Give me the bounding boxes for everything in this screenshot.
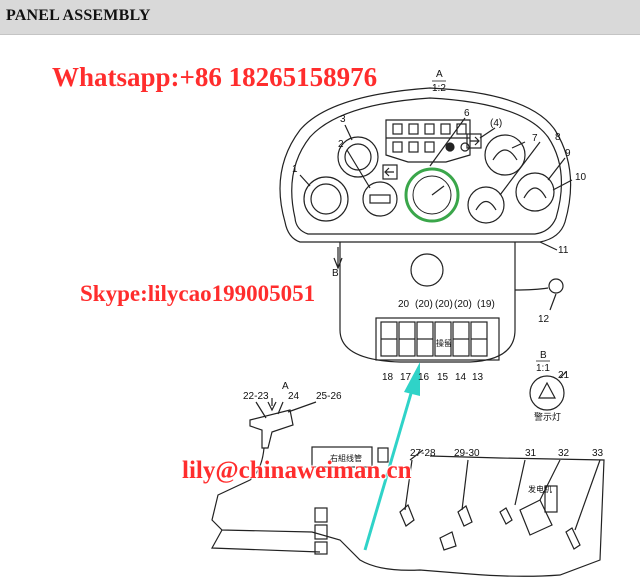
view-b-arrow-label: B (332, 268, 339, 279)
panel-outer-outline (279, 87, 572, 243)
panel-inner-outline (291, 97, 563, 235)
speedometer-gauge (404, 167, 460, 223)
watermark-skype: Skype:lilycao199005051 (80, 281, 316, 306)
label-29-30: 29-30 (454, 448, 480, 459)
label-32: 32 (558, 448, 570, 459)
section-header: PANEL ASSEMBLY (0, 0, 640, 35)
label-19: (19) (477, 299, 495, 310)
view-b-letter: B (540, 350, 547, 361)
view-a-scale: 1:2 (432, 83, 446, 94)
warning-lamp (529, 375, 565, 411)
label-2: 2 (338, 139, 344, 150)
label-27-28: 27-28 (410, 448, 436, 459)
label-3: 3 (340, 114, 346, 125)
label-4: (4) (490, 118, 502, 129)
view-a-arrow-label: A (282, 381, 289, 392)
starter-switch (249, 409, 294, 449)
label-11: 11 (558, 245, 569, 256)
label-6: 6 (464, 108, 470, 119)
label-20c: (20) (435, 299, 453, 310)
label-31: 31 (525, 448, 537, 459)
gauge-3 (337, 136, 379, 178)
label-24: 24 (288, 391, 300, 402)
right-arrow-indicator (466, 133, 482, 149)
label-15: 15 (437, 372, 449, 383)
label-14: 14 (455, 372, 467, 383)
annotation-arrow (363, 389, 414, 551)
harness-box (311, 446, 373, 468)
label-21: 21 (558, 370, 570, 381)
label-8: 8 (555, 132, 561, 143)
indicator-panel (385, 119, 471, 163)
connector-plug (548, 278, 564, 294)
panel-assembly-drawing: 1 2 3 6 (4) 7 8 9 10 11 12 20 (20) (20) … (211, 69, 605, 577)
label-17: 17 (400, 372, 412, 383)
warning-lamp-label: 警示灯 (534, 411, 561, 422)
gauge-7 (484, 134, 526, 176)
watermark-email: lily@chinaweiman.cn (182, 457, 412, 484)
gauge-1 (303, 176, 349, 222)
wiring-harness (211, 447, 605, 577)
label-20b: (20) (415, 299, 433, 310)
ignition-knob (410, 253, 444, 287)
label-12: 12 (538, 314, 550, 325)
page-title: PANEL ASSEMBLY (6, 7, 151, 24)
connector-cable (514, 287, 549, 291)
view-a-letter: A (436, 69, 443, 80)
label-10: 10 (575, 172, 587, 183)
watermark-whatsapp: Whatsapp:+86 18265158976 (52, 62, 378, 92)
label-1: 1 (292, 164, 298, 175)
view-b-scale: 1:1 (536, 363, 550, 374)
panel-lower-housing (339, 242, 516, 363)
label-13: 13 (472, 372, 484, 383)
label-16: 16 (418, 372, 430, 383)
label-20d: (20) (454, 299, 472, 310)
switch-text: 操留 (436, 338, 452, 348)
generator-label: 发电机 (528, 484, 552, 494)
label-7: 7 (532, 133, 538, 144)
left-arrow-indicator (382, 164, 398, 180)
gauge-8 (467, 186, 505, 224)
label-22-23: 22-23 (243, 391, 269, 402)
label-18: 18 (382, 372, 394, 383)
harness-box-text: 右組线管 (330, 453, 362, 463)
gauge-9 (515, 172, 555, 212)
label-25-26: 25-26 (316, 391, 342, 402)
label-33: 33 (592, 448, 604, 459)
gauge-2 (362, 181, 398, 217)
label-9: 9 (565, 148, 571, 159)
label-20a: 20 (398, 299, 410, 310)
switch-module (375, 317, 500, 361)
